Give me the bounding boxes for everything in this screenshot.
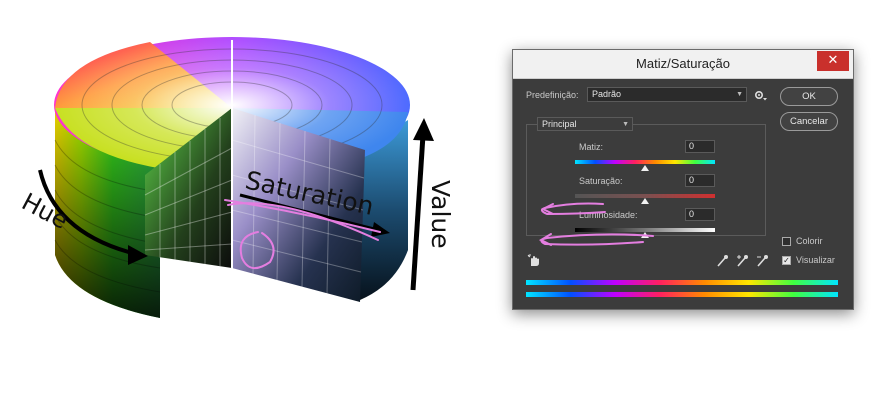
chevron-down-icon: ▼ [736,91,743,98]
hue-value-field[interactable]: 0 [685,140,715,153]
hue-slider-thumb[interactable] [641,165,649,171]
saturation-slider-thumb[interactable] [641,198,649,204]
lightness-slider-track[interactable] [575,228,715,232]
chevron-down-icon: ▼ [622,121,629,128]
dialog-titlebar: Matiz/Saturação ✕ [513,50,853,79]
lightness-value-field[interactable]: 0 [685,208,715,221]
hsv-cylinder-drawing: Hue Saturation Value [17,37,455,318]
preview-checkbox[interactable]: ✓ [782,256,791,265]
preset-label: Predefinição: [526,90,579,100]
value-label: Value [426,180,455,249]
output-spectrum-bar [526,292,838,297]
cancel-button[interactable]: Cancelar [780,112,838,131]
colorize-checkbox[interactable] [782,237,791,246]
preset-value: Padrão [592,89,622,99]
value-arrow [410,134,426,291]
saturation-slider-label: Saturação: [579,176,623,186]
pink-arrow-annotations [538,202,654,246]
dialog-title: Matiz/Saturação [636,56,730,71]
input-spectrum-bar [526,280,838,285]
hue-slider-track[interactable] [575,160,715,164]
channel-value: Principal [542,119,577,129]
gear-icon[interactable] [753,88,767,102]
hand-target-icon[interactable] [527,253,541,267]
pink-annotation-marks [224,199,381,269]
close-icon: ✕ [827,53,839,68]
close-button[interactable]: ✕ [817,51,849,71]
eyedropper-icon[interactable] [715,254,729,268]
preset-select[interactable]: Padrão ▼ [587,87,747,102]
saturation-value-field[interactable]: 0 [685,174,715,187]
saturation-slider-track[interactable] [575,194,715,198]
eyedropper-minus-icon[interactable] [755,254,769,268]
hue-arrow [38,169,141,257]
eyedropper-plus-icon[interactable] [735,254,749,268]
colorize-label: Colorir [796,236,823,246]
channel-select[interactable]: Principal ▼ [537,117,633,131]
hue-saturation-dialog: Matiz/Saturação ✕ Predefinição: Padrão ▼… [512,49,854,310]
ok-button[interactable]: OK [780,87,838,106]
lightness-slider-label: Luminosidade: [579,210,638,220]
hsv-cylinder-figure: Hue Saturation Value [17,37,455,318]
preview-label: Visualizar [796,255,835,265]
hue-slider-label: Matiz: [579,142,604,152]
checkmark-icon: ✓ [783,256,790,265]
